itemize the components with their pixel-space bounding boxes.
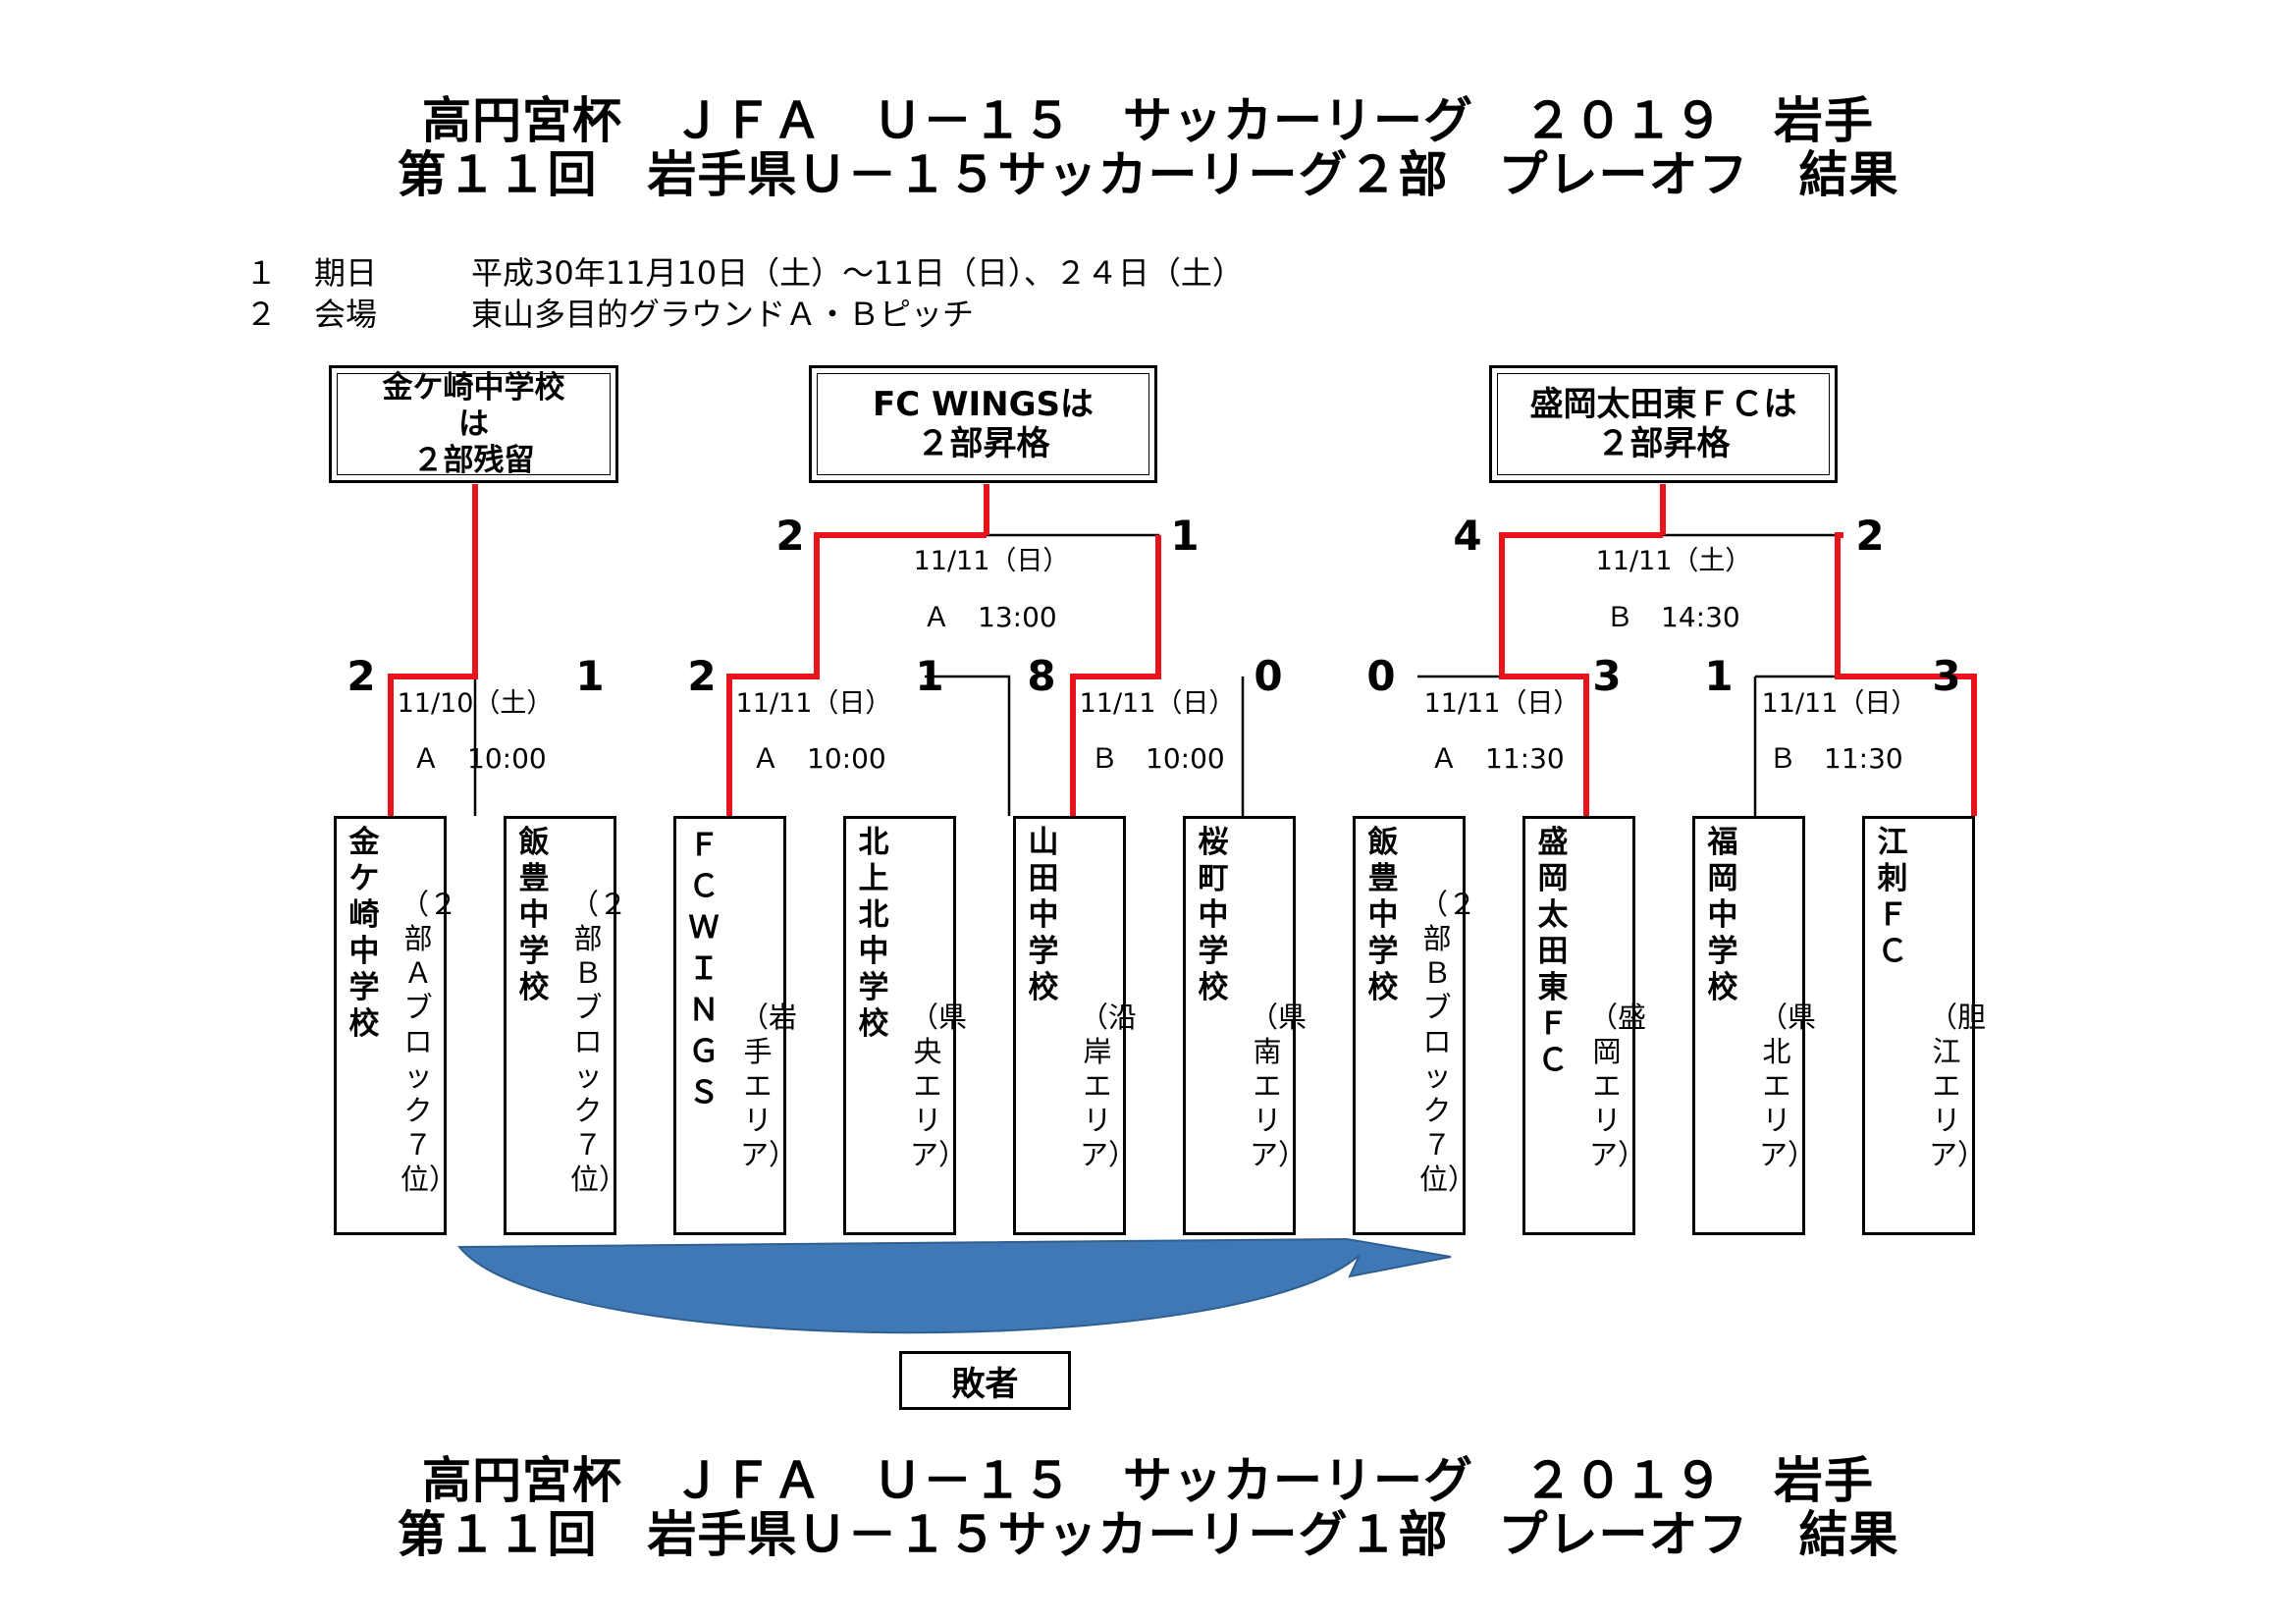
info-num-2: ２ [245, 296, 278, 333]
match-time: Ｂ 10:00 [1091, 742, 1225, 775]
score-left: 2 [687, 652, 717, 700]
match-date: 11/11（土） [1595, 546, 1752, 576]
score-left: 1 [1704, 652, 1734, 700]
team-note: （県南エリア） [1250, 1001, 1308, 1171]
score-right: 3 [1932, 652, 1961, 700]
title-line1: 高円宮杯 ＪＦＡ Ｕ－１５ サッカーリーグ ２０１９ 岩手 [422, 92, 1874, 149]
team-name: 飯豊中学校 [1367, 825, 1399, 1005]
info-num-1: １ [245, 254, 278, 292]
team-note: （県央エリア） [910, 1001, 968, 1171]
team-box: 盛岡太田東ＦＣ （盛岡エリア） [1522, 816, 1647, 1235]
team-box: 桜町中学校 （県南エリア） [1183, 816, 1308, 1235]
score-left: 2 [347, 652, 376, 700]
match-time: Ａ 13:00 [923, 601, 1057, 633]
team-box: 福岡中学校 （県北エリア） [1692, 816, 1817, 1235]
team-box: 飯豊中学校 （２部Ｂブロック７位） [1353, 816, 1477, 1235]
score-right: 1 [575, 652, 605, 700]
team-box: 金ケ崎中学校 （２部Ａブロック７位） [334, 816, 458, 1235]
team-box: 北上北中学校 （県央エリア） [843, 816, 968, 1235]
result-box-1: 金ケ崎中学校 は ２部残留 [329, 365, 618, 483]
loser-label: 敗者 [899, 1351, 1071, 1410]
bottom-title-line2: 第１１回 岩手県Ｕ－１５サッカーリーグ１部 プレーオフ 結果 [397, 1506, 1899, 1563]
team-box: 江刺ＦＣ （胆江エリア） [1862, 816, 1987, 1235]
team-name: 飯豊中学校 [518, 825, 550, 1005]
team-name: 江刺ＦＣ [1877, 825, 1908, 969]
team-name: 山田中学校 [1028, 825, 1059, 1005]
score-right: 1 [1170, 512, 1200, 560]
bottom-title-line1: 高円宮杯 ＪＦＡ Ｕ－１５ サッカーリーグ ２０１９ 岩手 [422, 1452, 1874, 1509]
team-box: 飯豊中学校 （２部Ｂブロック７位） [504, 816, 628, 1235]
team-box: 山田中学校 （沿岸エリア） [1013, 816, 1138, 1235]
result-text-1: 金ケ崎中学校 は ２部残留 [382, 369, 565, 478]
result-box-2: FC WINGSは ２部昇格 [809, 365, 1157, 483]
team-name: 金ケ崎中学校 [348, 825, 380, 1042]
score-left: 0 [1366, 652, 1396, 700]
team-name: ＦＣ ＷＩＮＧＳ [688, 828, 720, 1110]
team-name: 北上北中学校 [858, 825, 889, 1042]
match-time: Ａ 10:00 [752, 742, 886, 775]
match-date: 11/11（日） [1423, 688, 1580, 719]
match-date: 11/11（日） [1761, 688, 1918, 719]
match-time: Ａ 10:00 [412, 742, 547, 775]
result-text-2: FC WINGSは ２部昇格 [872, 385, 1095, 463]
match-time: Ｂ 11:30 [1769, 742, 1903, 775]
info-label-date: 期日 [314, 254, 378, 292]
loser-arrow [456, 1237, 1452, 1334]
team-note: （盛岡エリア） [1589, 1001, 1647, 1171]
team-note: （岩手エリア） [740, 1001, 798, 1171]
team-note: （沿岸エリア） [1080, 1001, 1138, 1171]
score-right: 0 [1254, 652, 1283, 700]
match-date: 11/11（日） [1079, 688, 1236, 719]
info-label-venue: 会場 [314, 296, 378, 333]
score-left: 4 [1453, 512, 1482, 560]
score-right: 2 [1855, 512, 1885, 560]
team-note: （胆江エリア） [1929, 1001, 1987, 1171]
team-name: 福岡中学校 [1707, 825, 1738, 1005]
team-note: （２部Ａブロック７位） [400, 888, 458, 1196]
match-time: Ｂ 14:30 [1606, 601, 1740, 633]
match-date: 11/11（日） [913, 546, 1070, 576]
score-left: 8 [1027, 652, 1056, 700]
result-box-3: 盛岡太田東ＦＣは ２部昇格 [1489, 365, 1838, 483]
team-name: 盛岡太田東ＦＣ [1537, 825, 1569, 1078]
team-box: ＦＣ ＷＩＮＧＳ （岩手エリア） [673, 816, 798, 1235]
info-value-venue: 東山多目的グラウンドＡ・Ｂピッチ [471, 296, 975, 333]
match-date: 11/10（土） [397, 688, 554, 719]
team-note: （県北エリア） [1759, 1001, 1817, 1171]
title-line2: 第１１回 岩手県Ｕ－１５サッカーリーグ２部 プレーオフ 結果 [397, 146, 1899, 203]
score-right: 3 [1592, 652, 1622, 700]
match-time: Ａ 11:30 [1430, 742, 1565, 775]
team-name: 桜町中学校 [1198, 825, 1229, 1005]
score-left: 2 [775, 512, 805, 560]
info-value-date: 平成30年11月10日（土）～11日（日）、２４日（土） [471, 254, 1244, 292]
result-text-3: 盛岡太田東ＦＣは ２部昇格 [1529, 385, 1797, 463]
team-note: （２部Ｂブロック７位） [570, 888, 628, 1196]
match-date: 11/11（日） [735, 688, 892, 719]
team-note: （２部Ｂブロック７位） [1419, 888, 1477, 1196]
score-right: 1 [915, 652, 944, 700]
